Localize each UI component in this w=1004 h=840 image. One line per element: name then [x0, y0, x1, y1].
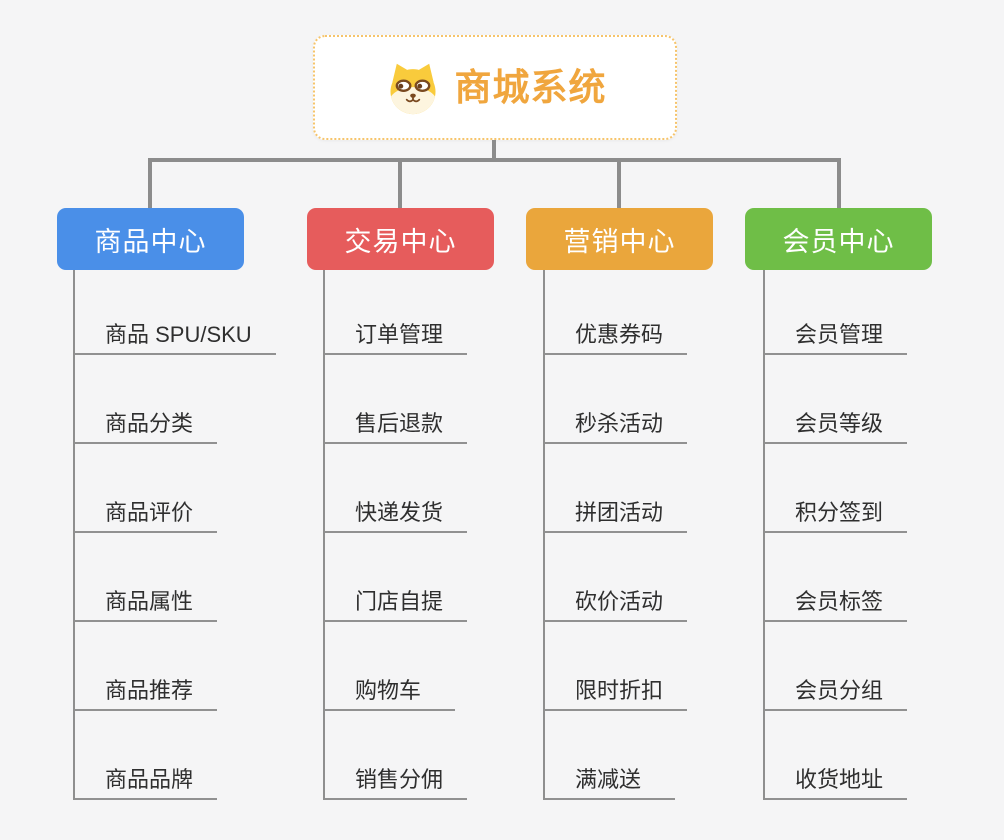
- branch-node-product-center[interactable]: 商品中心: [57, 208, 244, 270]
- node-item[interactable]: 拼团活动: [545, 444, 688, 533]
- node-item[interactable]: 秒杀活动: [545, 355, 688, 444]
- node-item[interactable]: 快递发货: [325, 444, 468, 533]
- connector-branch-1: [148, 158, 152, 208]
- subtopic-list-member: 会员管理 会员等级 积分签到 会员标签 会员分组 收货地址: [763, 270, 908, 800]
- subtopic-list-product: 商品 SPU/SKU 商品分类 商品评价 商品属性 商品推荐 商品品牌: [73, 270, 276, 800]
- connector-branch-4: [837, 158, 841, 208]
- node-item[interactable]: 收货地址: [765, 711, 908, 800]
- node-item[interactable]: 商品品牌: [75, 711, 218, 800]
- node-item[interactable]: 会员分组: [765, 622, 908, 711]
- branch-node-marketing-center[interactable]: 营销中心: [526, 208, 713, 270]
- node-item[interactable]: 满减送: [545, 711, 675, 800]
- node-item[interactable]: 会员标签: [765, 533, 908, 622]
- connector-branch-3: [617, 158, 621, 208]
- node-item[interactable]: 商品 SPU/SKU: [75, 270, 276, 355]
- node-item[interactable]: 会员等级: [765, 355, 908, 444]
- connector-bus: [148, 158, 841, 162]
- node-item[interactable]: 订单管理: [325, 270, 468, 355]
- node-item[interactable]: 商品评价: [75, 444, 218, 533]
- node-item[interactable]: 优惠券码: [545, 270, 688, 355]
- branch-node-member-center[interactable]: 会员中心: [745, 208, 932, 270]
- connector-root-stub: [492, 140, 496, 160]
- node-item[interactable]: 砍价活动: [545, 533, 688, 622]
- node-item[interactable]: 门店自提: [325, 533, 468, 622]
- branch-node-trade-center[interactable]: 交易中心: [307, 208, 494, 270]
- dog-face-icon: [384, 61, 442, 115]
- root-topic-node[interactable]: 商城系统: [313, 35, 677, 140]
- node-item[interactable]: 限时折扣: [545, 622, 688, 711]
- node-item[interactable]: 商品分类: [75, 355, 218, 444]
- connector-branch-2: [398, 158, 402, 208]
- node-item[interactable]: 商品推荐: [75, 622, 218, 711]
- node-item[interactable]: 商品属性: [75, 533, 218, 622]
- subtopic-list-trade: 订单管理 售后退款 快递发货 门店自提 购物车 销售分佣: [323, 270, 468, 800]
- root-topic-title: 商城系统: [454, 67, 607, 108]
- subtopic-list-marketing: 优惠券码 秒杀活动 拼团活动 砍价活动 限时折扣 满减送: [543, 270, 688, 800]
- node-item[interactable]: 积分签到: [765, 444, 908, 533]
- node-item[interactable]: 购物车: [325, 622, 455, 711]
- node-item[interactable]: 售后退款: [325, 355, 468, 444]
- node-item[interactable]: 销售分佣: [325, 711, 468, 800]
- node-item[interactable]: 会员管理: [765, 270, 908, 355]
